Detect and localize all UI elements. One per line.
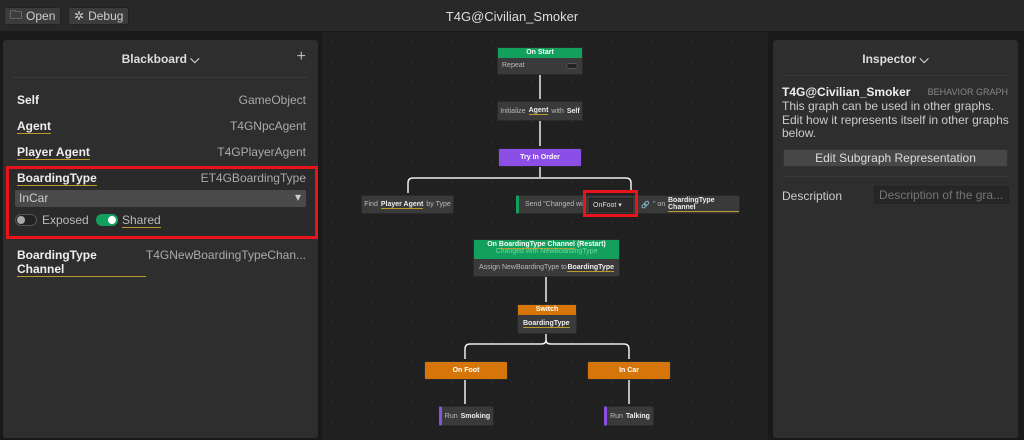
description-input[interactable]: [874, 186, 1009, 204]
bug-icon: ✲: [74, 9, 85, 23]
shared-toggle[interactable]: [96, 214, 118, 226]
debug-button[interactable]: ✲Debug: [68, 7, 130, 25]
window-title: T4G@Civilian_Smoker: [445, 9, 579, 24]
dropdown-arrow-icon: ▾: [294, 190, 301, 204]
description-label: Description: [782, 189, 843, 203]
link-icon: 🔗: [641, 201, 650, 209]
edit-subgraph-button[interactable]: Edit Subgraph Representation: [783, 149, 1008, 167]
node-switch[interactable]: Switch BoardingType: [517, 304, 577, 334]
node-on-start[interactable]: On Start Repeat: [497, 47, 583, 75]
exposed-label: Exposed: [42, 213, 89, 227]
graph-name: T4G@Civilian_Smoker: [782, 85, 911, 99]
graph-kind: BEHAVIOR GRAPH: [927, 87, 1008, 97]
send-value-dropdown[interactable]: OnFoot ▾: [589, 198, 633, 212]
chevron-down-icon: ⌵: [190, 52, 200, 66]
inspector-header[interactable]: Inspector ⌵: [862, 52, 929, 66]
add-icon[interactable]: +: [296, 48, 306, 65]
node-on-channel[interactable]: On BoardingType Channel (Restart)Changed…: [473, 239, 620, 277]
boardingtype-dropdown[interactable]: InCar▾: [15, 190, 306, 207]
inspector-panel: Inspector ⌵ T4G@Civilian_Smoker BEHAVIOR…: [773, 40, 1018, 438]
open-button[interactable]: 🗀Open: [4, 7, 62, 25]
node-on-foot[interactable]: On Foot: [424, 361, 508, 380]
toolbar: 🗀Open ✲Debug T4G@Civilian_Smoker: [0, 0, 1024, 32]
exposed-toggle[interactable]: [15, 214, 37, 226]
repeat-toggle[interactable]: [566, 63, 578, 69]
graph-canvas[interactable]: [322, 32, 768, 440]
node-try-in-order[interactable]: Try In Order: [498, 148, 582, 167]
graph-description-text: This graph can be used in other graphs. …: [782, 99, 1009, 140]
blackboard-header[interactable]: Blackboard ⌵: [121, 52, 200, 66]
chevron-down-icon: ⌵: [919, 52, 929, 66]
node-send-event[interactable]: Send "Changed wi OnFoot ▾ 🔗 " on Boardin…: [516, 190, 740, 217]
shared-label: Shared: [122, 213, 161, 228]
onfoot-highlight: [583, 190, 638, 217]
folder-icon: 🗀: [10, 7, 23, 22]
node-in-car[interactable]: In Car: [587, 361, 671, 380]
